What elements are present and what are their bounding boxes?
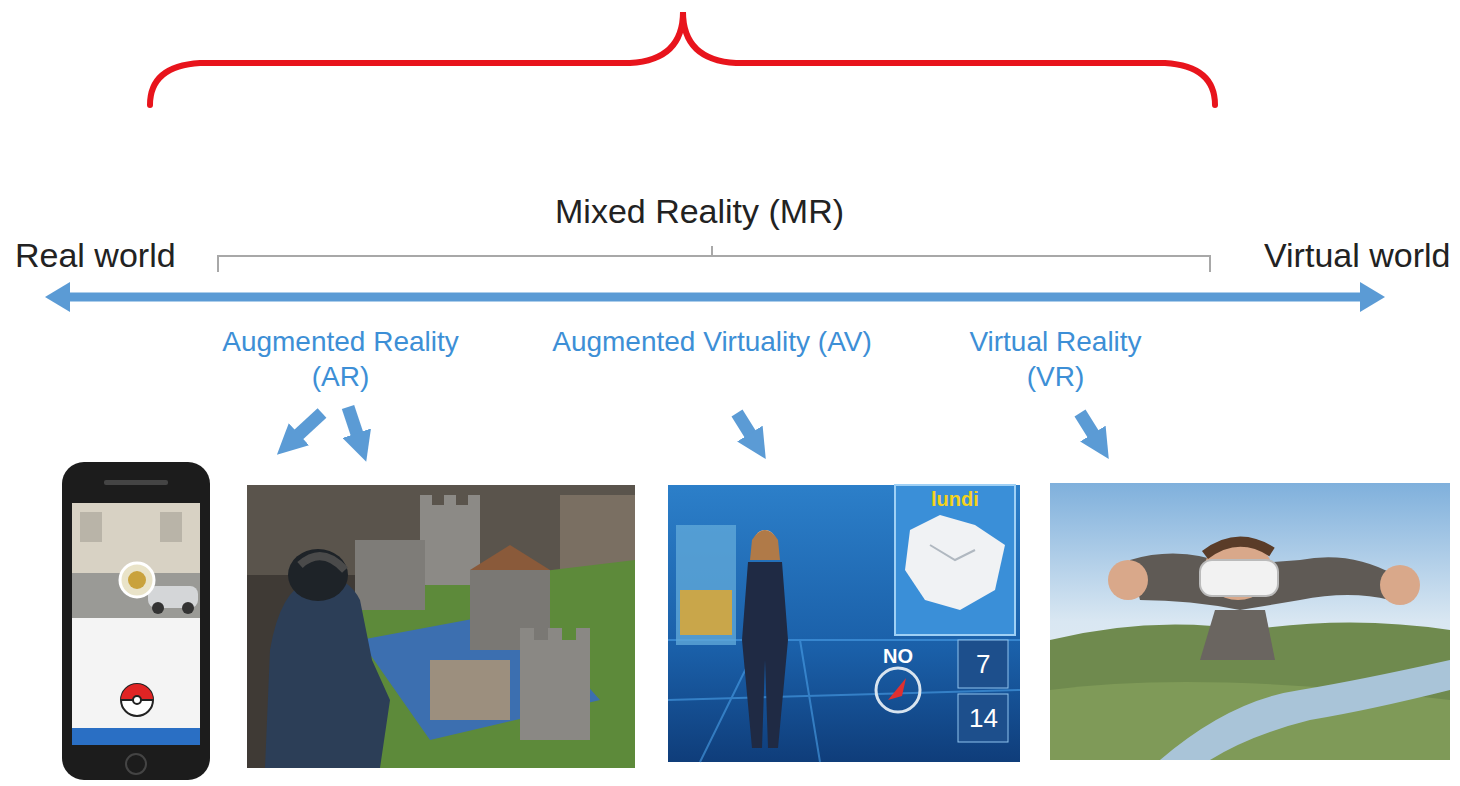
weather-day-wrap: lundi xyxy=(931,487,979,512)
category-label-wrap: Augmented Virtuality (AV) xyxy=(552,324,872,359)
mr-label-wrap: Mixed Reality (MR) xyxy=(555,190,844,233)
end-label-wrap: Virtual world xyxy=(1264,234,1450,277)
pointer-arrows xyxy=(296,407,1095,437)
end-label-wrap: Real world xyxy=(15,234,176,277)
weather-studio-illustration xyxy=(668,485,1020,762)
weather-day: lundi xyxy=(931,487,979,512)
category-label-wrap: Augmented Reality (AR) xyxy=(198,324,483,394)
end-label: Real world xyxy=(15,234,176,277)
weather-temp-wrap: 7 xyxy=(976,648,990,681)
weather-wind: NO xyxy=(883,644,913,669)
weather-temp: 7 xyxy=(976,648,990,681)
phone-illustration xyxy=(62,462,210,780)
red-brace xyxy=(150,12,1215,105)
category-label-wrap: Virtual Reality (VR) xyxy=(938,324,1173,394)
mr-bracket xyxy=(218,246,1210,272)
mr-label: Mixed Reality (MR) xyxy=(555,190,844,233)
vr-flying-illustration xyxy=(1050,483,1450,760)
hololens-castle-illustration xyxy=(247,485,635,768)
end-label: Virtual world xyxy=(1264,234,1450,277)
category-label: Augmented Reality (AR) xyxy=(198,324,483,394)
weather-temp-wrap: 14 xyxy=(969,702,998,735)
weather-temp: 14 xyxy=(969,702,998,735)
category-label: Virtual Reality (VR) xyxy=(938,324,1173,394)
continuum-arrow xyxy=(45,282,1385,312)
weather-wind-wrap: NO xyxy=(883,644,913,669)
category-label: Augmented Virtuality (AV) xyxy=(552,324,872,359)
